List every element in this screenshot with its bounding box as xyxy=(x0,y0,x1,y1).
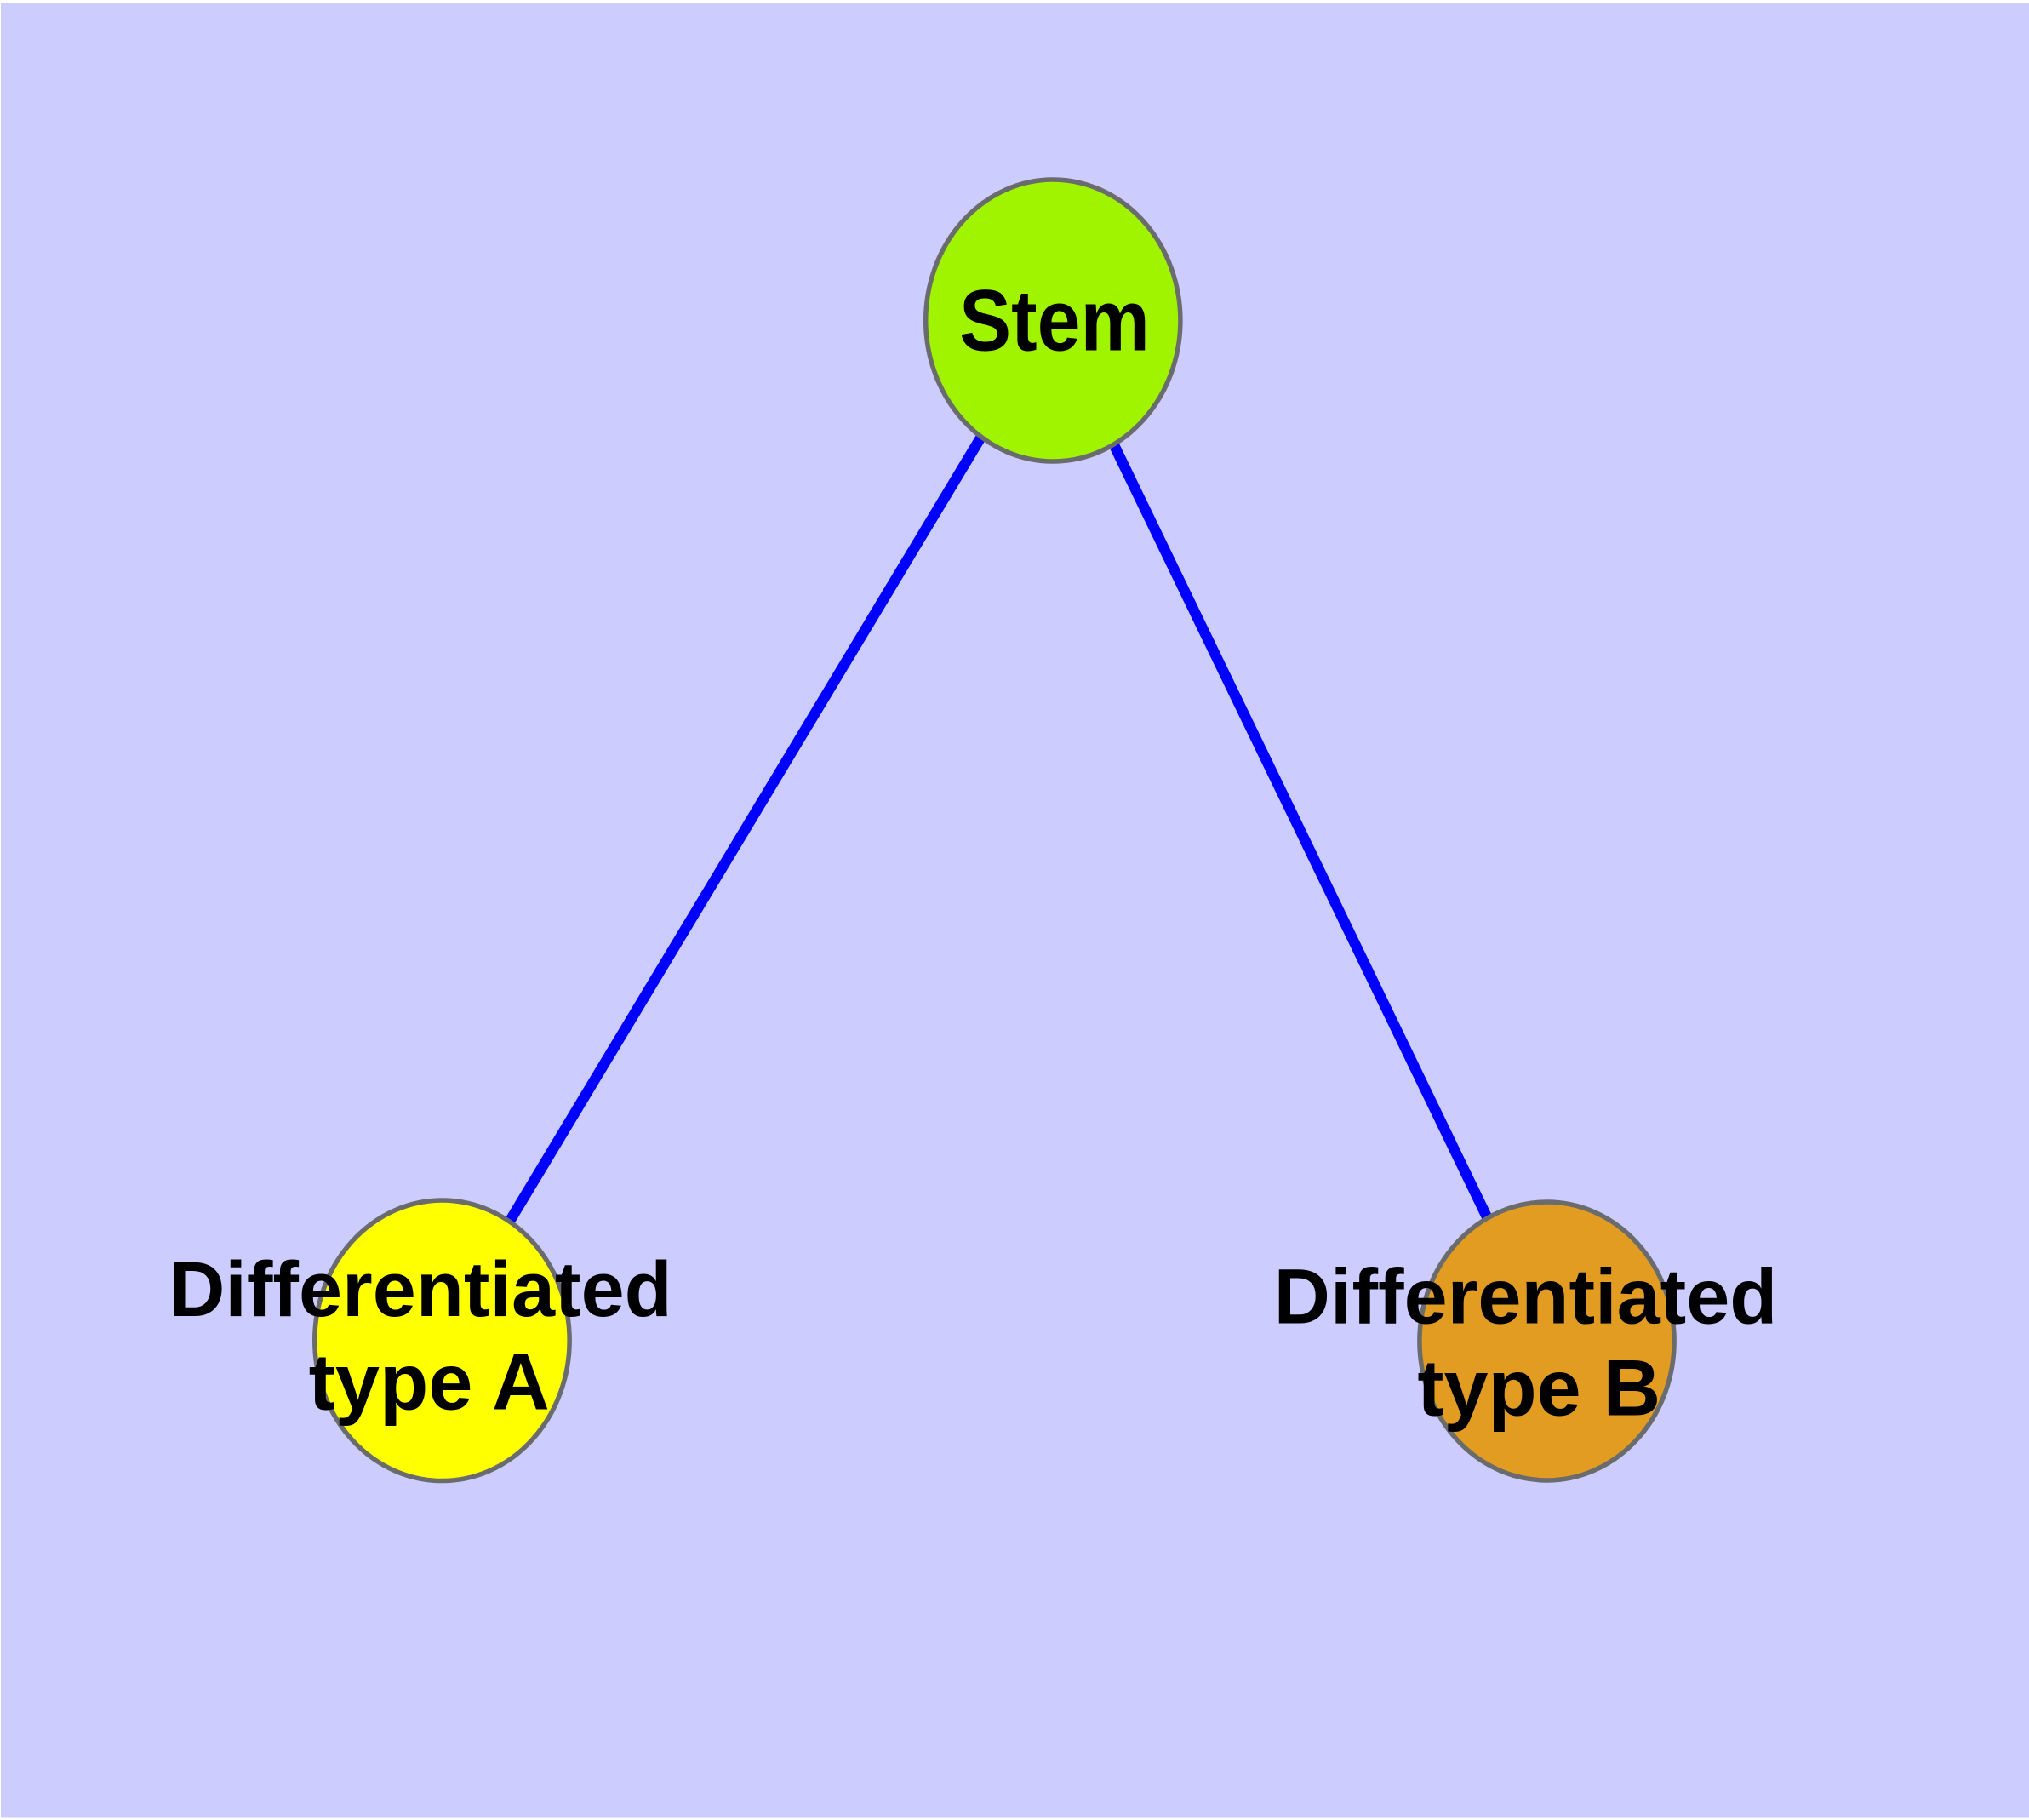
svg-text:Differentiated: Differentiated xyxy=(1274,1254,1778,1341)
svg-text:Stem: Stem xyxy=(959,272,1150,369)
svg-text:Differentiated: Differentiated xyxy=(169,1246,672,1333)
svg-text:type B: type B xyxy=(1417,1342,1660,1432)
svg-text:type A: type A xyxy=(309,1337,550,1427)
